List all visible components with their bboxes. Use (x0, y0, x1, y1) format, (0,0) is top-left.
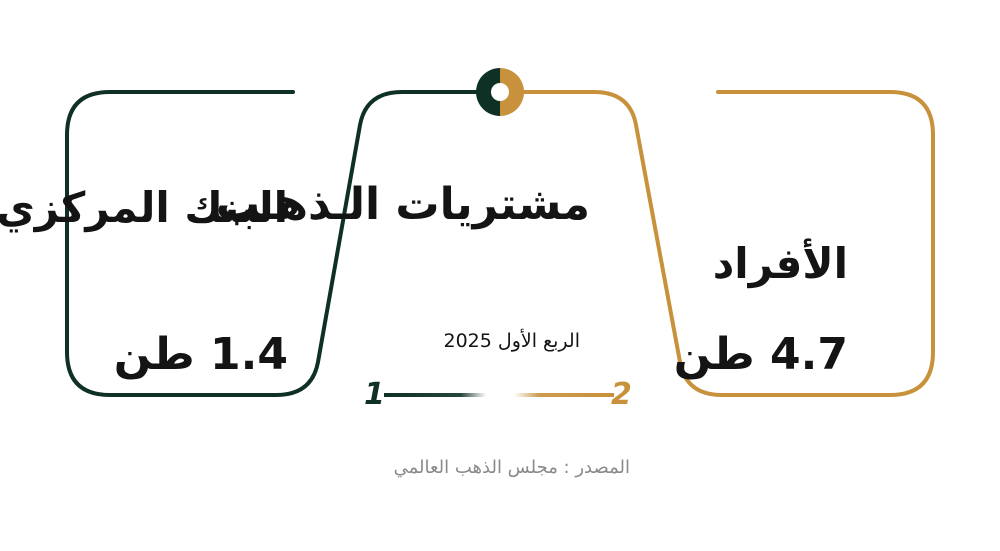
individuals-value: 4.7 طن (673, 329, 848, 380)
individuals-label: الأفراد (712, 239, 848, 288)
central-bank-card-outline (65, 90, 482, 397)
marker-number-two: 2 (611, 377, 632, 412)
top-circle-marker (476, 68, 524, 116)
source-note: المصدر : مجلس الذهب العالمي (393, 457, 630, 478)
gold-connector-line (514, 393, 614, 397)
dark-connector-line (384, 393, 486, 397)
central-bank-value: 1.4 طن (113, 329, 288, 380)
marker-number-one: 1 (364, 377, 385, 412)
central-bank-label: البنك المركزي (0, 183, 288, 232)
individuals-card-outline (518, 90, 935, 397)
period-label: الربع الأول 2025 (443, 330, 581, 352)
gold-purchases-title: مشتريات الـذهـب (215, 179, 590, 230)
